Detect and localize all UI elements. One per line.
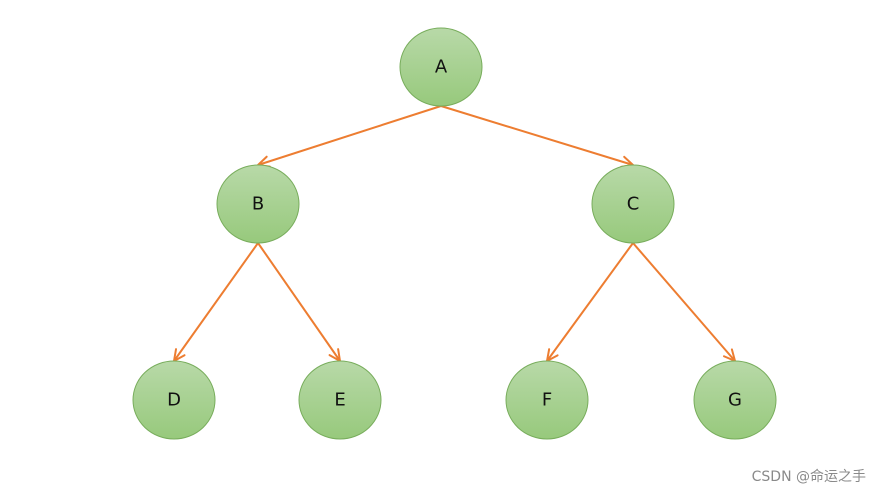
edge-line: [257, 242, 341, 362]
node-label: F: [542, 390, 552, 411]
edge-c-g: [632, 242, 736, 362]
node-c: C: [591, 164, 675, 244]
nodes-layer: A B C D E F G: [132, 27, 777, 440]
edge-b-d: [173, 242, 259, 362]
node-circle: [505, 360, 589, 440]
edge-a-b: [257, 105, 442, 168]
node-circle: [132, 360, 216, 440]
edge-line: [173, 242, 259, 362]
edge-c-f: [546, 242, 634, 362]
node-e: E: [298, 360, 382, 440]
node-a: A: [399, 27, 483, 107]
node-label: D: [167, 390, 181, 411]
node-circle: [216, 164, 300, 244]
node-circle: [693, 360, 777, 440]
node-label: E: [334, 390, 345, 411]
edge-b-e: [257, 242, 341, 362]
node-circle: [591, 164, 675, 244]
edge-line: [257, 105, 442, 166]
node-circle: [399, 27, 483, 107]
node-label: B: [252, 194, 264, 215]
watermark: CSDN @命运之手: [751, 469, 866, 485]
edge-line: [546, 242, 634, 362]
node-label: A: [435, 57, 448, 78]
edge-a-c: [440, 105, 634, 168]
node-circle: [298, 360, 382, 440]
node-label: C: [627, 194, 640, 215]
node-f: F: [505, 360, 589, 440]
node-d: D: [132, 360, 216, 440]
edge-line: [440, 105, 634, 166]
edges-layer: [173, 105, 736, 362]
node-g: G: [693, 360, 777, 440]
node-label: G: [728, 390, 742, 411]
edge-line: [632, 242, 736, 362]
node-b: B: [216, 164, 300, 244]
